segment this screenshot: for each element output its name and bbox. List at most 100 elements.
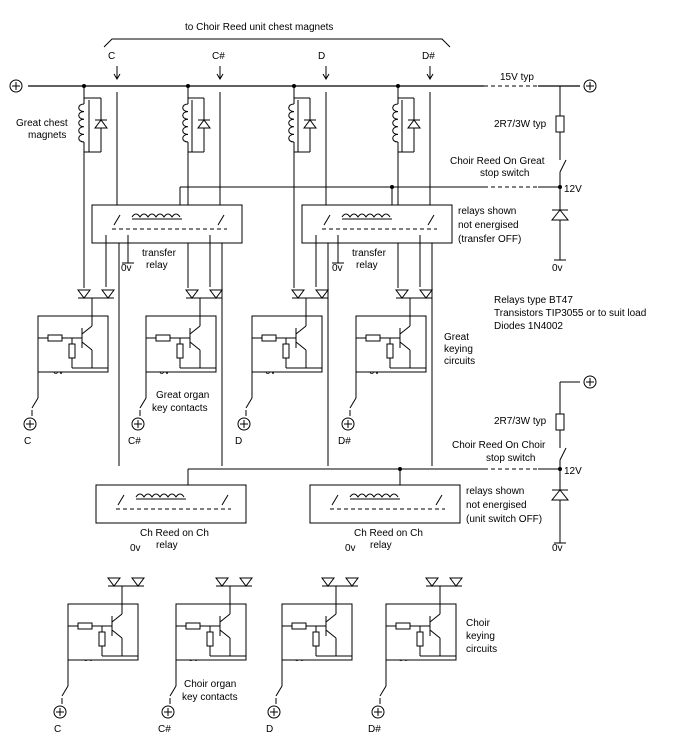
great-keying-1-diode-b-icon (101, 289, 115, 299)
ch-relay-label-2a: Ch Reed on Ch (354, 528, 423, 539)
choir-keying-3-emitter (325, 629, 337, 639)
relay-note-bottom-3: (unit switch OFF) (466, 514, 542, 525)
choir-keying-2-diode-b-icon (239, 577, 253, 587)
great-keying-2-emitter (189, 341, 201, 351)
choir-keying-label-3: circuits (466, 644, 497, 655)
ch-relay-1-coil-icon (135, 493, 185, 498)
transfer-relay-2-coil-icon (341, 213, 391, 218)
great-keying-label-3: circuits (444, 356, 475, 367)
ch-relay-1-box (95, 484, 247, 524)
chest-magnet-1-rail-dot (82, 84, 86, 88)
note-csharp-choir-key: C# (158, 724, 171, 735)
ch-relay-label-1b: relay (156, 540, 178, 551)
choir-keying-1-collector (111, 613, 123, 623)
note-dsharp-choir-key: D# (368, 724, 381, 735)
spec-line-1: Relays type BT47 (494, 295, 573, 306)
great-keying-1-diode-a-icon (77, 289, 91, 299)
great-keying-4-key-switch-icon (349, 397, 357, 409)
note-d-great-key: D (235, 436, 242, 447)
ch-relay-2-contact-a (331, 494, 339, 506)
chest-magnet-4-diode-icon (407, 119, 421, 129)
great-key-contacts-label-2: key contacts (152, 403, 208, 414)
choir-keying-2-emitter (219, 629, 231, 639)
great-keying-2-diode-a-icon (185, 289, 199, 299)
great-keying-4-emitter (399, 341, 411, 351)
transfer-relay-1-contact-a (113, 214, 121, 226)
relay-note-bottom-1: relays shown (466, 486, 524, 497)
choir-keying-2-collector (219, 613, 231, 623)
note-dsharp-great-key: D# (338, 436, 351, 447)
ch-relay-2-box (309, 484, 461, 524)
choir-keying-4-diode-a-icon (425, 577, 439, 587)
great-keying-2-resistor-icon (155, 334, 171, 342)
choir-keying-label-1: Choir (466, 618, 491, 629)
choir-keying-2-key-switch-icon (169, 685, 177, 697)
ch-relay-2-contact-b (435, 494, 443, 506)
great-keying-3-emitter (295, 341, 307, 351)
ch-relay-label-1a: Ch Reed on Ch (140, 528, 209, 539)
repeated-circuits (9, 66, 597, 719)
choir-keying-4-resistor-icon (395, 622, 411, 630)
chest-magnet-4-rail-dot (396, 84, 400, 88)
transfer-relay-1-box (91, 204, 243, 244)
transfer-relay-label-2b: relay (356, 260, 378, 271)
transfer-relay-2-box (301, 204, 453, 244)
ch-relay-2-coil-icon (349, 493, 399, 498)
relay-note-top-1: relays shown (458, 206, 516, 217)
choir-keying-3-diode-a-icon (321, 577, 335, 587)
chest-magnet-1-diode-icon (94, 119, 108, 129)
transfer-relay-2-contact-a (323, 214, 331, 226)
great-keying-1-emitter (81, 341, 93, 351)
great-keying-2-resistor2-icon (176, 343, 184, 359)
great-keying-1-resistor2-icon (68, 343, 76, 359)
chest-magnet-2-coil-icon (182, 103, 189, 143)
chest-magnet-3-rail-dot (292, 84, 296, 88)
relay-note-top-2: not energised (458, 220, 519, 231)
choir-keying-label-2: keying (466, 631, 495, 642)
choir-keying-1-resistor2-icon (98, 631, 106, 647)
great-key-contacts-label-1: Great organ (156, 390, 209, 401)
great-keying-3-collector (295, 325, 307, 335)
choir-keying-1-diode-a-icon (107, 577, 121, 587)
great-keying-1-key-switch-icon (31, 397, 39, 409)
great-keying-4-resistor-icon (365, 334, 381, 342)
choir-keying-2-diode-a-icon (215, 577, 229, 587)
chest-magnet-1-arrow-icon (113, 73, 121, 80)
great-stop-switch-label-2: stop switch (480, 168, 529, 179)
choir-keying-4-key-switch-icon (379, 685, 387, 697)
great-keying-1-collector (81, 325, 93, 335)
great-keying-label-2: keying (444, 344, 473, 355)
resistor-top-label: 2R7/3W typ (494, 119, 547, 130)
chest-magnet-2-arrow-icon (216, 73, 224, 80)
choir-keying-2-resistor-icon (185, 622, 201, 630)
choir-keying-3-collector (325, 613, 337, 623)
resistor-bottom-label: 2R7/3W typ (494, 416, 547, 427)
great-keying-1-resistor-icon (47, 334, 63, 342)
choir-keying-3-diode-b-icon (345, 577, 359, 587)
great-keying-3-diode-b-icon (315, 289, 329, 299)
relay-note-bottom-2: not energised (466, 500, 527, 511)
great-keying-3-resistor-icon (261, 334, 277, 342)
chest-magnet-3-arrow-icon (322, 73, 330, 80)
great-chest-magnets-label-2: magnets (28, 130, 66, 141)
zero-v-relay-3: 0v (130, 543, 141, 554)
choir-keying-4-collector (429, 613, 441, 623)
great-keying-2-diode-b-icon (209, 289, 223, 299)
spec-line-3: Diodes 1N4002 (494, 321, 563, 332)
transfer-relay-label-2a: transfer (352, 248, 387, 259)
chest-magnet-2-diode-icon (197, 119, 211, 129)
chest-magnet-1-coil-icon (78, 103, 85, 143)
great-keying-3-resistor2-icon (282, 343, 290, 359)
ch-relay-1-contact-b (221, 494, 229, 506)
note-c-choir-key: C (54, 724, 61, 735)
great-keying-2-collector (189, 325, 201, 335)
chest-magnet-4-arrow-icon (426, 73, 434, 80)
chest-magnet-2-rail-dot (186, 84, 190, 88)
supply-voltage-label: 15V typ (500, 72, 534, 83)
great-keying-3-key-switch-icon (245, 397, 253, 409)
relay-note-top-3: (transfer OFF) (458, 234, 521, 245)
volt-12-bottom-label: 12V (564, 466, 582, 477)
transfer-relay-label-1a: transfer (142, 248, 177, 259)
